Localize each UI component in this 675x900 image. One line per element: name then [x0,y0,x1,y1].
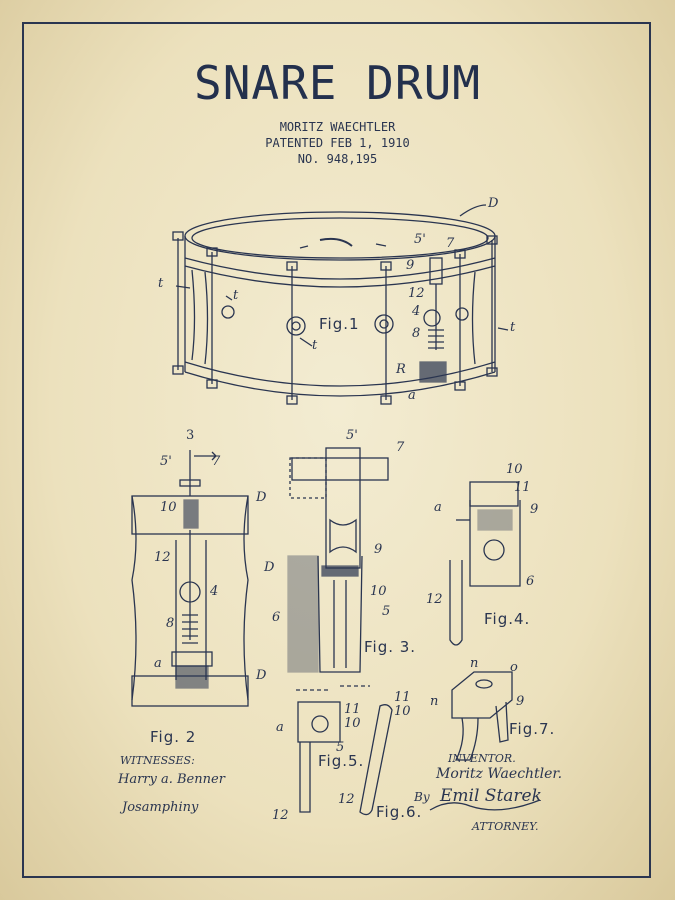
fig2-illustration [131,450,249,707]
fig7-illustration [451,671,513,761]
ref-11: 11 [394,690,411,705]
ref-9: 9 [374,542,383,557]
ref-5p: 5' [160,454,172,469]
ref-t: t [510,320,516,335]
ref-3: 3 [186,428,195,443]
by-label: By [414,790,430,804]
fig7-caption: Fig.7. [509,720,556,738]
ref-6: 6 [272,610,281,625]
patent-date: PATENTED FEB 1, 1910 [265,136,410,150]
ref-12: 12 [338,792,355,807]
ref-10: 10 [160,500,177,515]
inventor-label: INVENTOR. [448,752,516,765]
ref-5p: 5' [414,232,426,247]
ref-a: a [276,720,284,735]
fig5-illustration [297,701,341,813]
ref-D: D [488,196,499,211]
ref-8: 8 [166,616,175,631]
ref-10: 10 [394,704,411,719]
fig2-caption: Fig. 2 [150,728,197,746]
ref-t: t [233,288,239,303]
fig3-illustration [287,447,389,691]
inventor-name: MORITZ WAECHTLER [279,120,396,134]
ref-5: 5 [336,740,345,755]
ref-5p: 5' [346,428,358,443]
ref-6: 6 [526,574,535,589]
ref-8: 8 [412,326,421,341]
ref-D: D [256,490,267,505]
inventor-signature: Moritz Waechtler. [436,766,563,782]
ref-12: 12 [272,808,289,823]
ref-t: t [158,276,164,291]
ref-o: o [510,660,518,675]
ref-n: n [470,656,479,671]
ref-10: 10 [370,584,387,599]
ref-D: D [256,668,267,683]
fig6-illustration [359,704,393,816]
ref-9: 9 [406,258,415,273]
ref-4: 4 [412,304,421,319]
fig6-caption: Fig.6. [376,803,423,821]
ref-4: 4 [210,584,219,599]
ref-t: t [312,338,318,353]
ref-12: 12 [154,550,171,565]
ref-9: 9 [530,502,539,517]
ref-D: D [264,560,275,575]
ref-a: a [408,388,416,403]
ref-12: 12 [408,286,425,301]
ref-12: 12 [426,592,443,607]
attorney-signature: Emil Starek [440,786,542,806]
ref-n: n [430,694,439,709]
ref-R: R [396,362,406,377]
ref-a: a [434,500,442,515]
fig5-caption: Fig.5. [318,752,365,770]
page-border [22,22,651,878]
drum-illustration [172,204,509,405]
attorney-label: ATTORNEY. [472,820,539,833]
witness-signature-1: Harry a. Benner [118,772,225,787]
ref-10: 10 [344,716,361,731]
fig4-caption: Fig.4. [484,610,531,628]
fig4-illustration [449,481,521,646]
ref-5: 5 [382,604,391,619]
ref-10: 10 [506,462,523,477]
ref-11: 11 [514,480,531,495]
ref-7: 7 [212,454,221,469]
fig3-caption: Fig. 3. [364,638,417,656]
ref-11: 11 [344,702,361,717]
witness-signature-2: Josamphiny [122,800,199,815]
ref-7: 7 [396,440,405,455]
ref-a: a [154,656,162,671]
page-title: SNARE DRUM [194,56,481,110]
ref-9: 9 [516,694,525,709]
patent-number: NO. 948,195 [297,152,378,166]
fig1-caption: Fig.1 [319,315,360,333]
witnesses-label: WITNESSES: [120,754,195,767]
ref-7: 7 [446,236,455,251]
